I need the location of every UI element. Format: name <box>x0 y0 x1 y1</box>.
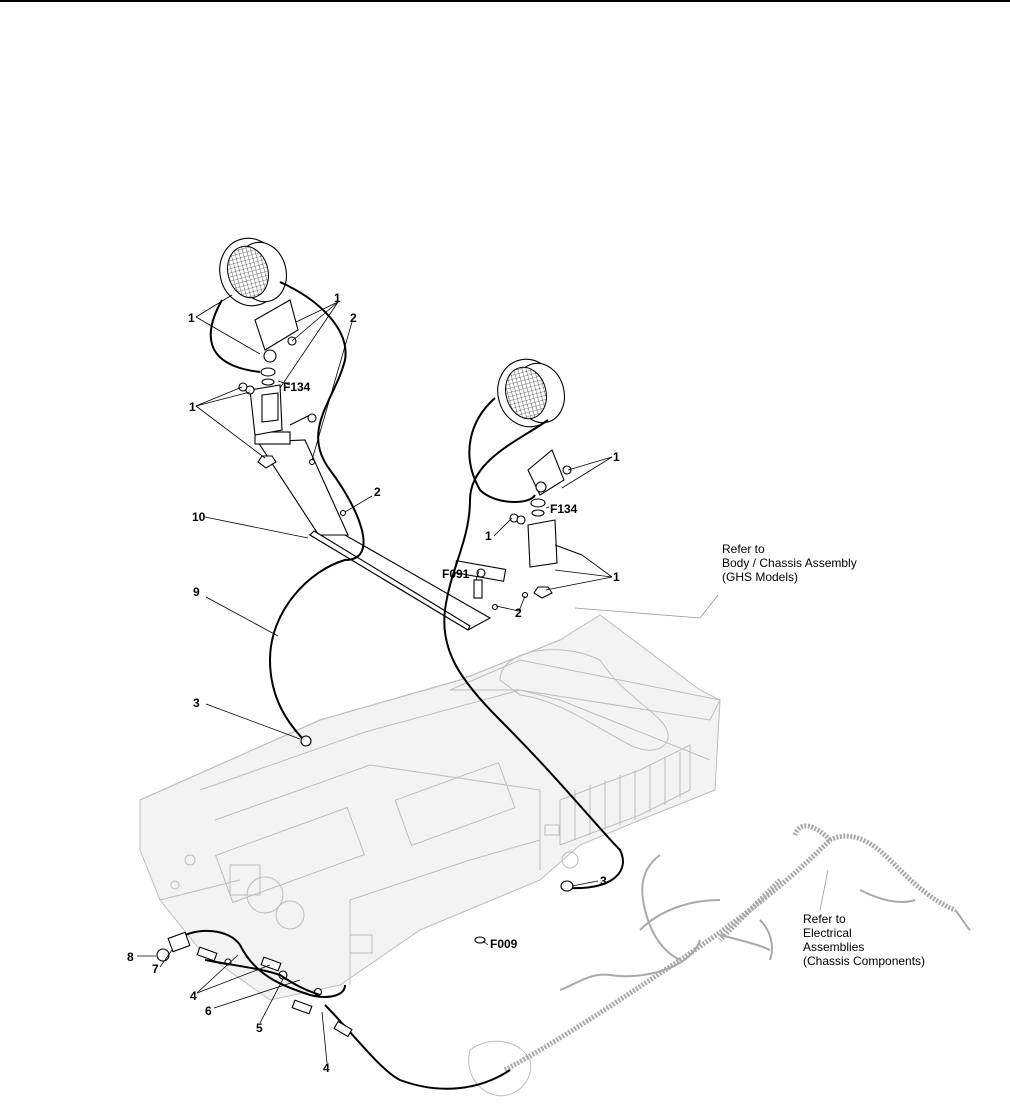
chassis-body <box>139 614 721 1097</box>
callout-f091: F091 <box>442 567 470 581</box>
left-work-light <box>219 237 347 517</box>
note-body-chassis: Refer to Body / Chassis Assembly (GHS Mo… <box>722 542 857 584</box>
note-electrical: Refer to Electrical Assemblies (Chassis … <box>803 912 925 968</box>
callout-1-d: 1 <box>613 450 620 464</box>
callout-1-b: 1 <box>334 291 341 305</box>
callout-3-a: 3 <box>193 696 200 710</box>
callout-7: 7 <box>152 962 159 976</box>
callout-6: 6 <box>205 1004 212 1018</box>
callout-2-a: 2 <box>350 311 357 325</box>
wiring-harness <box>503 823 971 1073</box>
callout-labels: 1 1 1 1 1 1 2 2 2 3 3 4 4 5 6 7 8 9 10 F… <box>127 291 620 1075</box>
callout-1-a: 1 <box>188 311 195 325</box>
vent-grille <box>559 744 691 846</box>
switch-assembly <box>156 931 353 1038</box>
note-body-chassis-line1: Refer to <box>722 542 765 556</box>
callout-4-b: 4 <box>323 1061 330 1075</box>
callout-3-b: 3 <box>600 874 607 888</box>
callout-1-e: 1 <box>485 529 492 543</box>
callout-2-c: 2 <box>515 606 522 620</box>
callout-2-b: 2 <box>374 485 381 499</box>
grommet-3-right <box>560 880 574 892</box>
note-electrical-line1: Refer to <box>803 912 846 926</box>
note-body-chassis-line3: (GHS Models) <box>722 570 798 584</box>
fastener-f009 <box>474 936 486 944</box>
callout-f134-a: F134 <box>283 380 311 394</box>
right-work-light <box>473 358 583 611</box>
header-rule <box>0 0 1010 2</box>
callout-1-f: 1 <box>613 570 620 584</box>
note-electrical-line4: (Chassis Components) <box>803 954 925 968</box>
callout-4-a: 4 <box>190 989 197 1003</box>
light-bar <box>254 431 507 631</box>
leader-lines <box>137 294 829 1064</box>
callout-f009: F009 <box>490 937 518 951</box>
callout-10: 10 <box>192 510 206 524</box>
callout-f134-b: F134 <box>550 502 578 516</box>
grommet-3-left <box>300 735 312 747</box>
light-wiring <box>174 281 624 1090</box>
callout-8: 8 <box>127 950 134 964</box>
note-electrical-line2: Electrical <box>803 926 852 940</box>
callout-9: 9 <box>193 585 200 599</box>
note-electrical-line3: Assemblies <box>803 940 864 954</box>
callout-1-c: 1 <box>189 400 196 414</box>
note-body-chassis-line2: Body / Chassis Assembly <box>722 556 857 570</box>
callout-5: 5 <box>256 1021 263 1035</box>
